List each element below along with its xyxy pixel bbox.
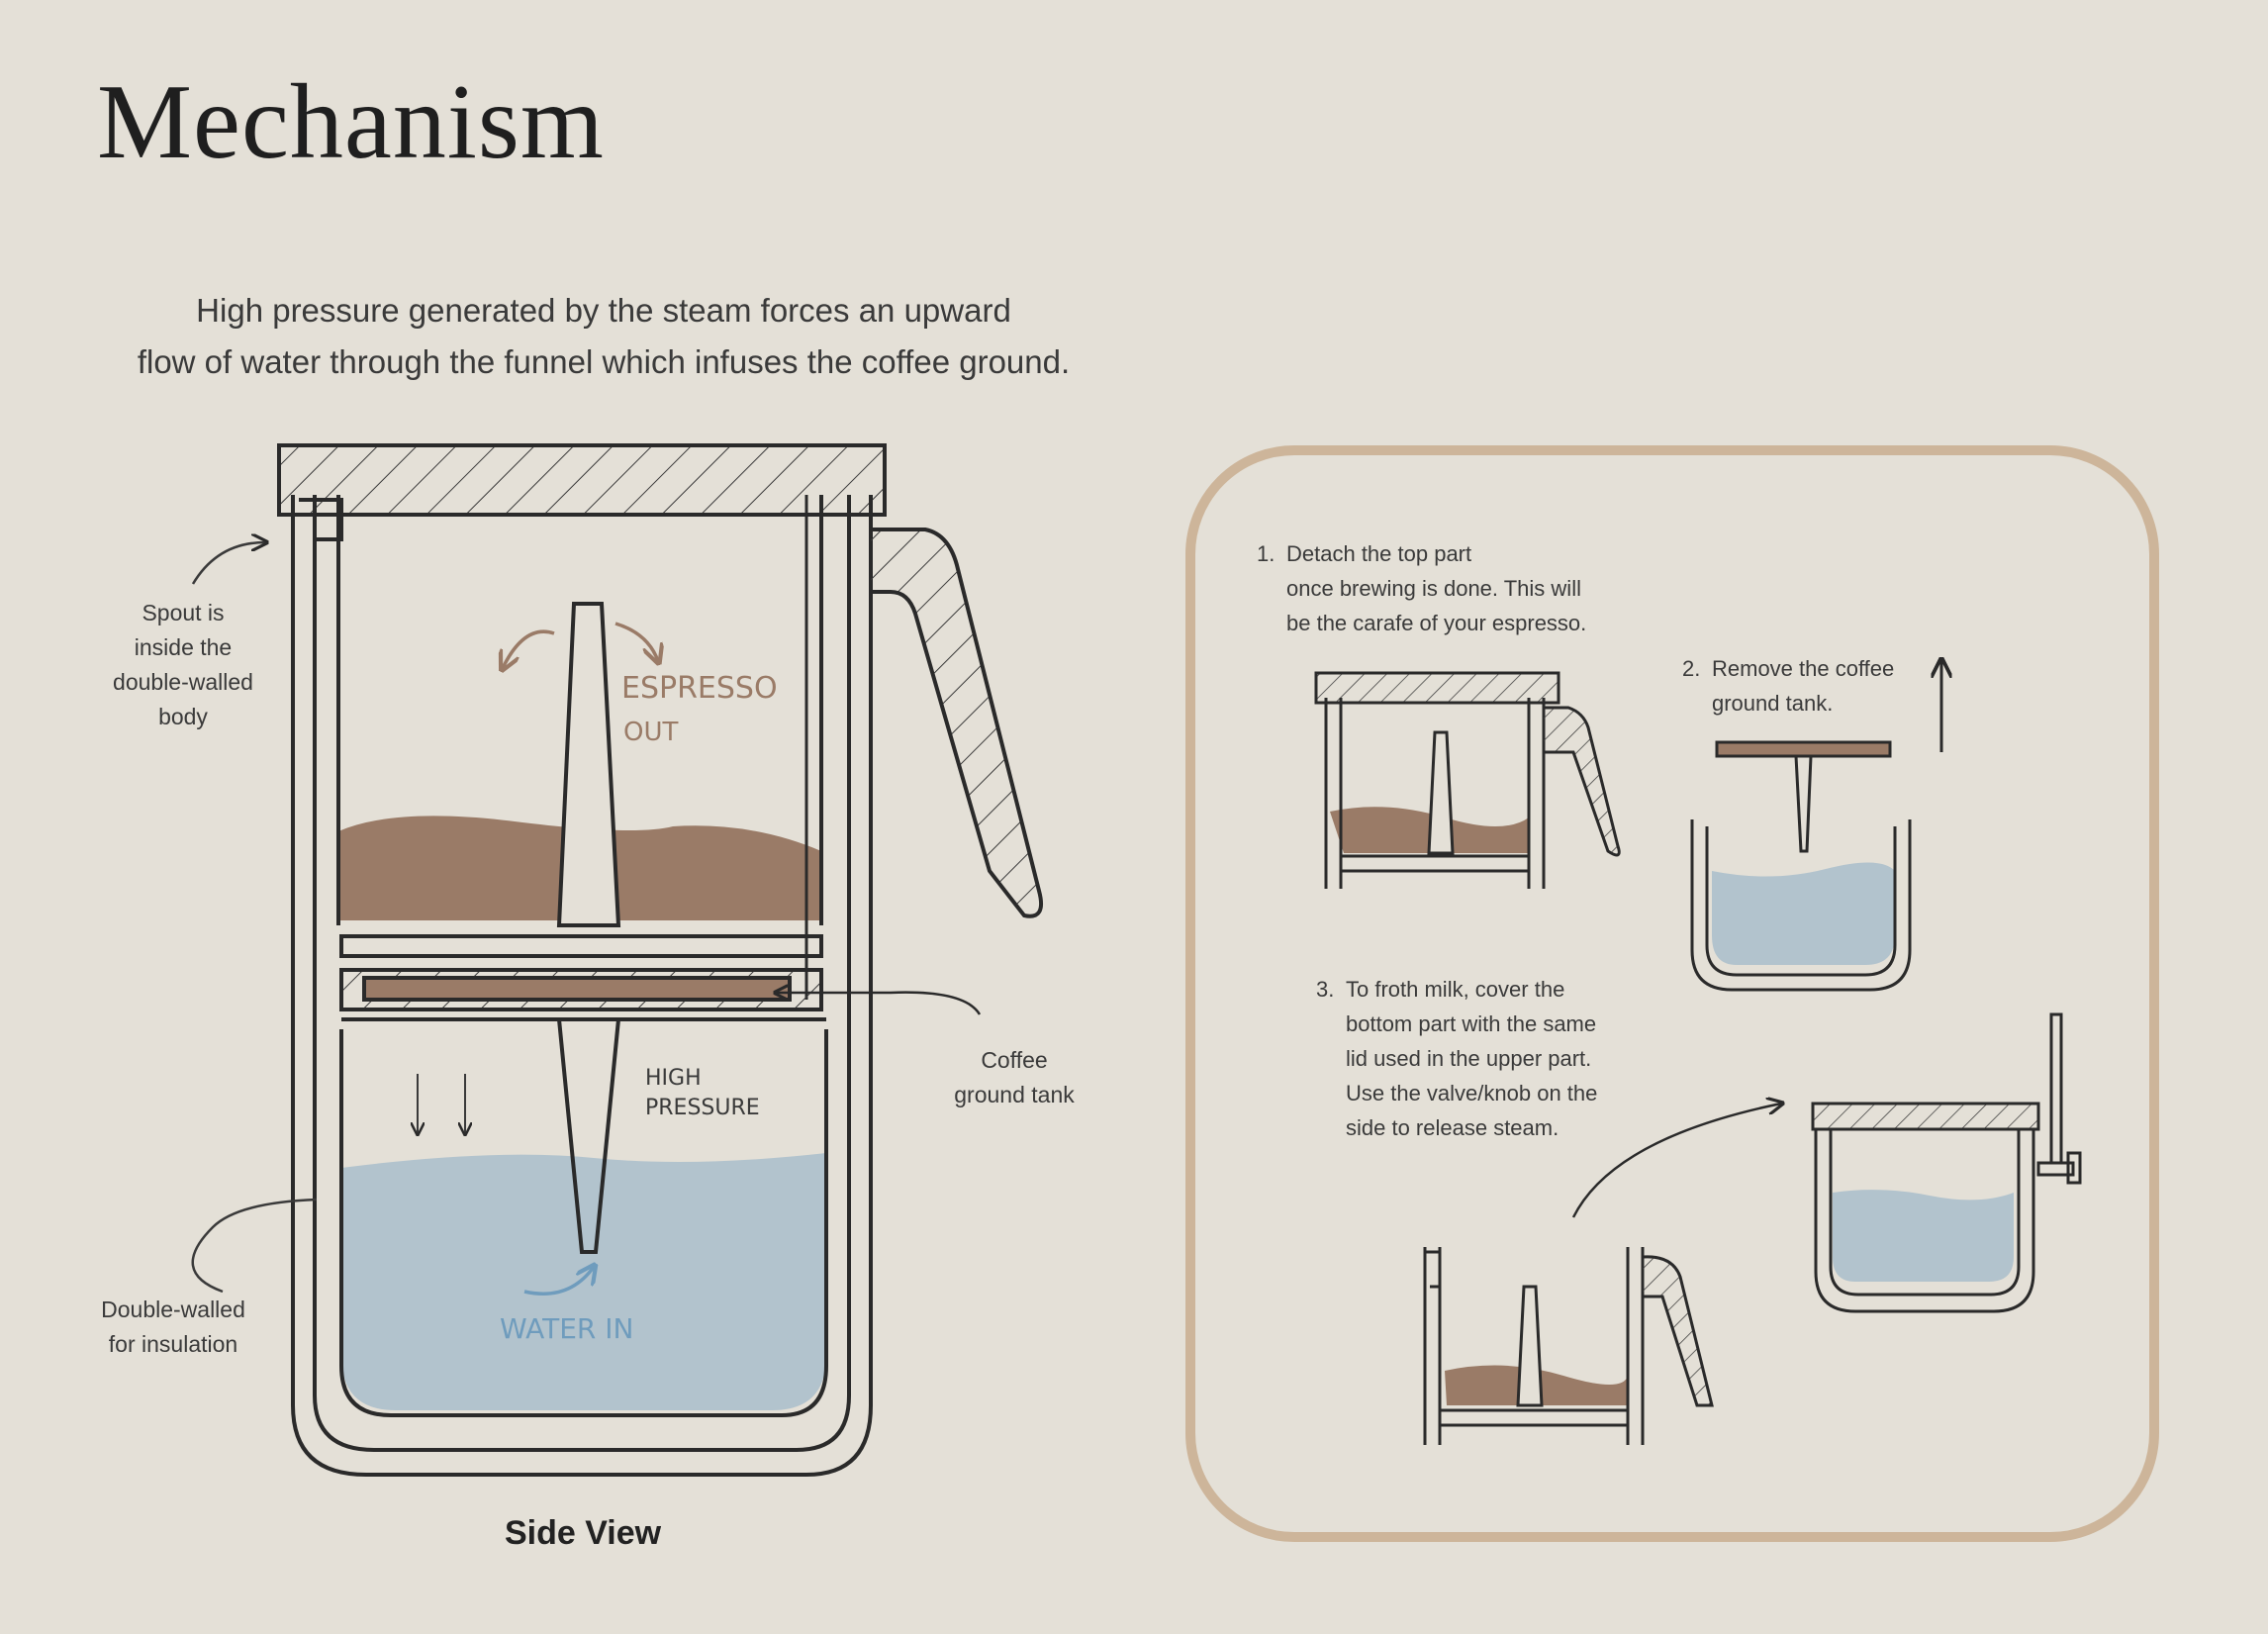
espresso-out-arrow-right <box>615 624 658 661</box>
step-1-number: 1. <box>1257 536 1275 571</box>
espresso-out-arrow-left <box>503 631 554 668</box>
handle <box>871 529 1041 916</box>
svg-text:PRESSURE: PRESSURE <box>645 1096 760 1120</box>
main-vessel <box>279 445 1041 1475</box>
water-fill <box>341 1153 826 1410</box>
double-walled-annotation: Double-walled for insulation <box>74 1293 272 1362</box>
coffee-tank-annotation: Coffee ground tank <box>935 1043 1093 1112</box>
upper-funnel <box>559 604 618 925</box>
top-lid <box>279 445 885 515</box>
step-1: 1. Detach the top part once brewing is d… <box>1286 536 1586 640</box>
high-pressure-label: HIGH PRESSURE <box>645 1066 760 1120</box>
out-label: OUT <box>623 718 678 747</box>
water-in-label: WATER IN <box>500 1312 634 1345</box>
svg-text:HIGH: HIGH <box>645 1066 702 1091</box>
espresso-label: ESPRESSO <box>621 671 778 706</box>
side-view-caption: Side View <box>505 1514 661 1553</box>
espresso-out-label: ESPRESSO OUT <box>621 671 778 747</box>
coffee-ground-tank <box>364 978 790 1000</box>
step-3: 3. To froth milk, cover the bottom part … <box>1346 972 1597 1145</box>
step-2: 2. Remove the coffee ground tank. <box>1712 651 1894 721</box>
step-2-number: 2. <box>1682 651 1700 686</box>
step-3-number: 3. <box>1316 972 1334 1007</box>
spout-annotation: Spout is inside the double-walled body <box>94 596 272 734</box>
